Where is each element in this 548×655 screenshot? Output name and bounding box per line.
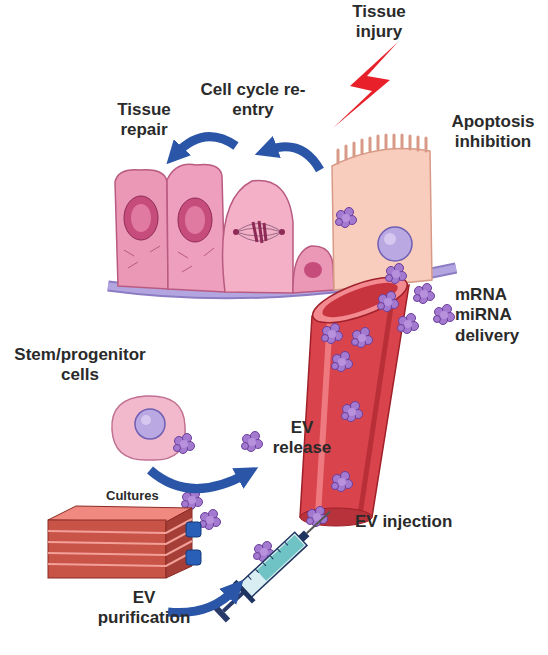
extracellular-vesicles-part [200,510,221,530]
extracellular-vesicles-part [322,324,343,344]
dividing-cell-part [253,221,266,243]
process-arrow-part [150,470,246,489]
extracellular-vesicles-part [242,432,263,452]
repaired-cell [167,164,225,292]
small-cell [293,246,334,293]
repaired-cell-part [124,196,158,240]
apoptotic-cell-part [378,227,412,261]
apoptotic-cell [332,135,432,290]
repaired-cell-part [131,204,151,232]
cargo-label: mRNA miRNA delivery [455,285,533,346]
syringe-part [239,532,307,597]
small-cell-part [304,262,322,278]
syringe-part [233,580,256,604]
dividing-cell [223,181,293,293]
apoptotic-cell-part [338,135,426,163]
repaired-cell-part [115,170,168,289]
small-cell-part [293,246,334,293]
process-label: Cell cycle re-entry [200,80,306,121]
culture-flasks-part [186,550,201,565]
extracellular-vesicles-part [414,284,435,304]
apoptotic-cell-part [336,208,357,228]
culture-flasks-part [186,522,201,537]
apoptotic-cell-part [332,149,432,290]
injury-bolt-part [333,42,398,128]
injury-bolt [333,42,398,128]
extracellular-vesicles-part [386,264,407,284]
process-label: EV release [266,418,338,459]
cell-label: Stem/progenitor cells [2,345,158,386]
syringe-part [248,542,288,580]
repaired-cell-part [178,248,214,272]
process-arrow-part [176,137,236,154]
process-label: EV injection [355,512,505,532]
process-arrow [150,137,320,613]
process-label: EV purification [92,588,196,629]
extracellular-vesicles-part [352,328,373,348]
extracellular-vesicles-part [434,305,455,325]
repaired-cell-part [178,198,212,242]
blood-vessel-part [319,276,402,324]
stem-cell-part [174,434,195,454]
injury-label: Tissue injury [338,2,420,43]
stem-cell-part [141,415,151,425]
culture-flasks-part [48,519,192,566]
culture-label: Cultures [106,488,186,504]
repaired-cell [115,170,168,289]
dividing-cell-part [223,181,293,293]
extracellular-vesicles-part [398,314,419,334]
stem-cell-part [135,409,165,439]
effect-label: Apoptosis inhibition [440,112,546,153]
syringe [209,501,339,625]
culture-flasks-part [48,520,166,578]
blood-vessel [300,268,412,526]
repaired-cell-part [124,246,160,268]
extracellular-vesicles-part [342,402,363,422]
process-label: Tissue repair [104,100,184,141]
extracellular-vesicles-part [332,352,353,372]
dividing-cell-part [233,229,239,235]
extracellular-vesicles-part [378,292,399,312]
stem-cell [112,396,195,460]
repaired-cell-part [167,164,225,292]
extracellular-vesicles-part [332,472,353,492]
syringe-part [307,512,330,534]
culture-flasks [48,506,201,578]
repaired-cell-part [185,206,205,234]
process-arrow-part [268,147,320,170]
blood-vessel-part [318,318,330,515]
syringe-part [257,535,305,581]
dividing-cell-part [279,229,285,235]
apoptotic-cell-part [384,233,396,245]
